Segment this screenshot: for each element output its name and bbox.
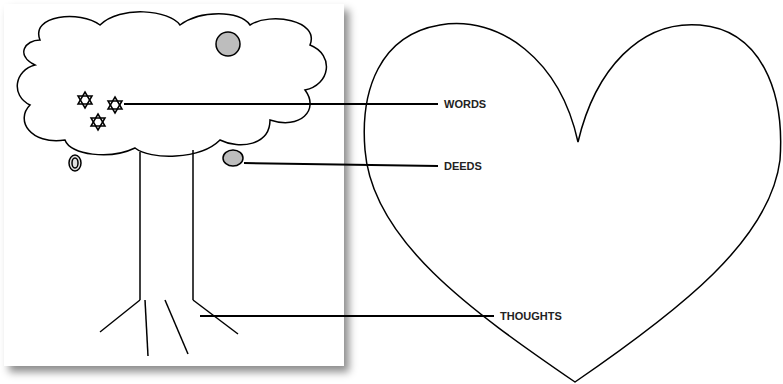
fruit: [72, 158, 78, 168]
tree-root: [145, 300, 148, 356]
leader-line: [200, 315, 494, 317]
star: [91, 114, 105, 126]
leader-line: [244, 163, 438, 166]
part-label: DEEDS: [444, 160, 482, 172]
star: [78, 96, 92, 108]
part-label: WORDS: [444, 98, 486, 110]
fruit: [69, 155, 81, 171]
part-label: THOUGHTS: [500, 310, 562, 322]
star: [108, 97, 122, 109]
star: [91, 118, 105, 130]
fruit: [216, 32, 240, 56]
tree-trunk: [192, 150, 194, 300]
leader-line: [124, 103, 438, 105]
fruit: [223, 150, 243, 166]
star: [78, 92, 92, 104]
tree-crown: [17, 12, 326, 156]
tree-root: [100, 300, 140, 332]
heart-outline: [364, 24, 780, 382]
star: [108, 101, 122, 113]
tree-root: [165, 300, 188, 354]
tree-trunk: [139, 152, 141, 300]
